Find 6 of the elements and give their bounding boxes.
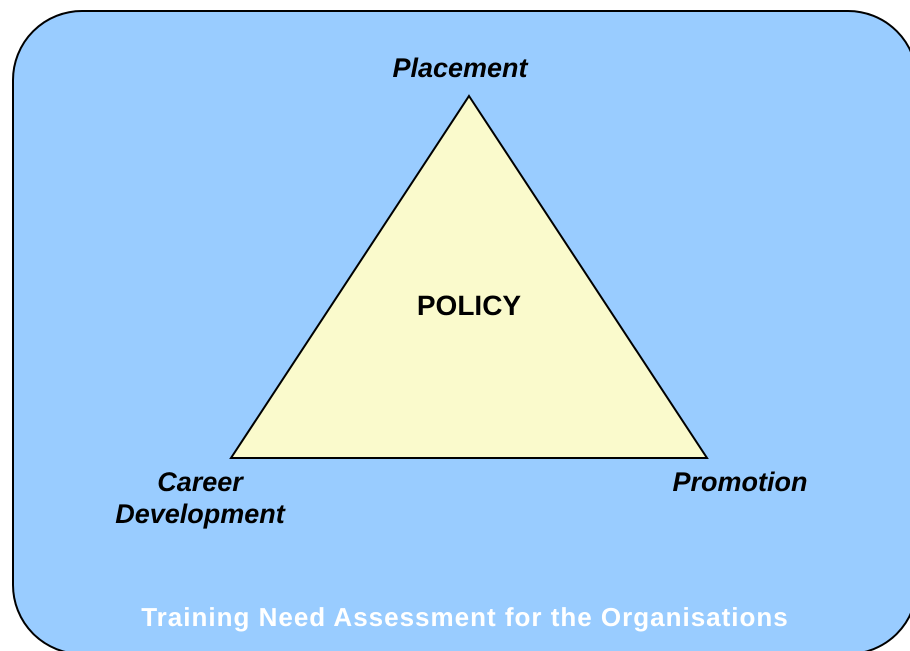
triangle-label: POLICY bbox=[416, 290, 522, 322]
panel-title: Training Need Assessment for the Organisations bbox=[140, 602, 790, 633]
rounded-panel bbox=[12, 10, 910, 651]
corner-label: Career Development bbox=[114, 466, 286, 530]
corner-label: Placement bbox=[391, 52, 530, 84]
corner-label: Promotion bbox=[672, 466, 808, 498]
